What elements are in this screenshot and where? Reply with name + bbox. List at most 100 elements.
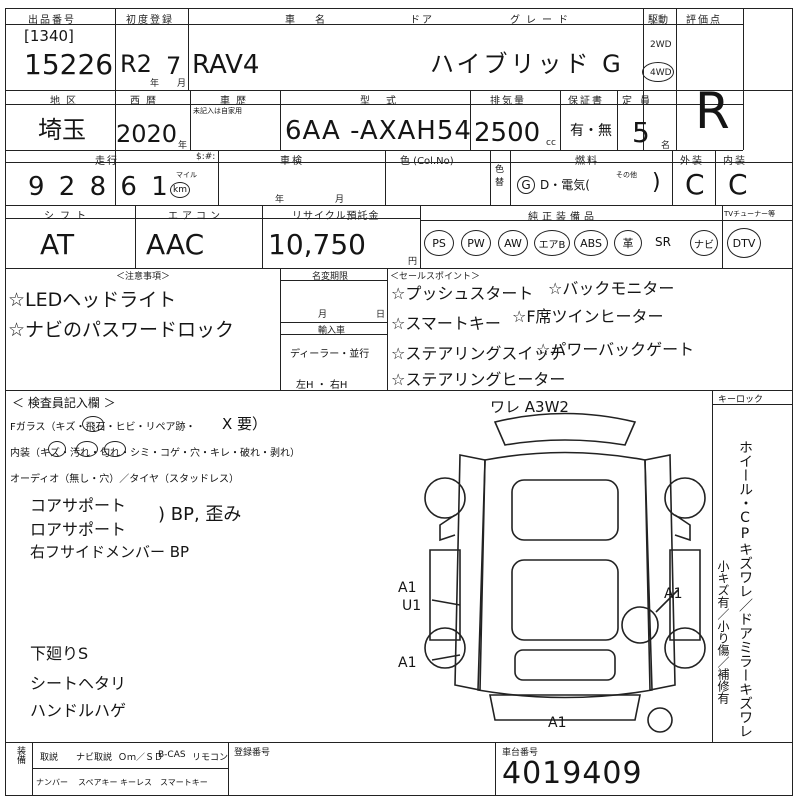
label-mileage: 走行 <box>95 156 119 167</box>
label-color: 色 (Col.No) <box>400 156 454 167</box>
exterior-value: C <box>685 168 705 201</box>
label-interior: 内装 <box>723 156 747 167</box>
label-genuine: 純正装備品 <box>528 212 598 223</box>
displacement-value: 2500 <box>474 118 541 148</box>
under-1: 下廻りS <box>30 644 89 663</box>
equip-dtv: DTV <box>727 228 761 258</box>
year-unit: 年 <box>178 141 188 151</box>
notes-title: ＜注意事項＞ <box>116 272 171 282</box>
damage-note: ) BP, 歪み <box>158 504 242 525</box>
footer-chassis-label: 車台番号 <box>502 748 539 758</box>
car-name-value: RAV4 <box>192 50 260 80</box>
color-change: 色替 <box>495 165 505 188</box>
equip-ps: PS <box>424 230 454 256</box>
drive-4wd-circle <box>642 62 674 82</box>
label-shift: シフト <box>44 211 92 222</box>
drive-2wd: 2WD <box>650 40 672 50</box>
damage-3: 右フサイドメンバー BP <box>30 543 190 561</box>
inspector-title: ＜ 検査員記入欄 ＞ <box>12 396 116 410</box>
label-inspection: 車検 <box>280 156 304 167</box>
inspection-month: 月 <box>335 195 345 205</box>
lot-number: 15226 <box>24 48 114 81</box>
label-recycle: リサイクル預託金 <box>292 211 380 222</box>
keylock-label: キーロック <box>718 395 764 405</box>
note-1: ☆LEDヘッドライト <box>8 289 177 311</box>
sheet-frame <box>5 8 793 796</box>
month-unit: 月 <box>177 79 187 89</box>
capacity-value: 5 <box>632 116 650 149</box>
import-dealer: ディーラー・並行 <box>290 349 370 360</box>
model-value: 6AA -AXAH54 <box>285 116 472 146</box>
audio-line: オーディオ（無し・穴）／タイヤ（スタッドレス） <box>10 474 239 485</box>
warranty-value: 有・無 <box>570 123 612 139</box>
name-change-month: 月 <box>318 310 328 320</box>
mark-a1-left-bottom: A1 <box>398 655 417 671</box>
sales-6: ☆パワーバックゲート <box>536 340 695 359</box>
interior-value: C <box>728 168 748 201</box>
sales-1: ☆プッシュスタート <box>391 284 534 303</box>
label-exterior: 外装 <box>680 156 704 167</box>
label-car-name: 車名 <box>285 15 345 26</box>
fuel-options: D・電気( <box>540 178 590 192</box>
diagram-top-note: ワレ A3W2 <box>490 398 569 416</box>
interior-line: 内装（キズ・汚れ・匂れ・シミ・コゲ・穴・キレ・破れ・剥れ） <box>10 448 300 459</box>
fuel-other: その他 <box>616 171 637 179</box>
fuel-close: ) <box>652 170 661 195</box>
sales-3: ☆スマートキー <box>391 314 501 333</box>
aircon-value: AAC <box>146 228 205 261</box>
equip-airbag: エアB <box>534 230 570 256</box>
equip-leather: 革 <box>614 230 642 256</box>
mile-unit: マイル <box>176 171 197 179</box>
damage-1: コアサポート <box>30 496 127 515</box>
evaluation-value: R <box>695 82 730 140</box>
footer-item-navi-manual: ナビ取説 <box>76 753 113 763</box>
footer-item-keyless: キーレス <box>120 778 152 787</box>
label-year: 西暦 <box>130 96 162 107</box>
sales-4: ☆F席ツインヒーター <box>512 307 664 326</box>
footer-item-om-sd: Ｏｍ／ＳＤ <box>118 753 164 763</box>
interior-circle-1 <box>48 441 66 457</box>
inspection-year: 年 <box>275 195 285 205</box>
side-text: ホイール・CPキズワレ／ドアミラーキズワレ <box>737 440 753 738</box>
label-model: 型式 <box>360 96 412 107</box>
recycle-value: 10,750 <box>268 228 366 261</box>
yen-unit: 円 <box>408 257 418 267</box>
glass-circle <box>82 416 104 432</box>
sales-title: ＜セールスポイント＞ <box>390 272 481 282</box>
mark-a1-left-top: A1 <box>398 580 417 596</box>
label-evaluation: 評価点 <box>686 15 722 26</box>
mark-u1: U1 <box>402 598 422 614</box>
side-text-2: 小キズ有／小り傷／補修有 <box>716 560 730 704</box>
footer-item-spare-key: スペアキー <box>78 778 118 787</box>
footer-item-manual: 取説 <box>40 753 59 763</box>
grade-value: ハイブリッド G <box>430 50 624 78</box>
import-steer: 左H ・ 右H <box>296 380 348 391</box>
mileage-value: 9 2 8 6 1 <box>28 172 171 202</box>
label-dollar: $:#: <box>196 152 216 162</box>
fuel-g-circle: G <box>517 176 535 194</box>
footer-equip-label: 装備 <box>15 746 25 764</box>
chassis-number: 4019409 <box>502 756 643 791</box>
label-drive: 駆動 <box>648 15 668 26</box>
name-change-day: 日 <box>376 310 386 320</box>
interior-circle-3 <box>104 441 126 457</box>
label-tuner: TVチューナー等 <box>724 210 776 218</box>
label-lot-no: 出品番号 <box>28 15 76 26</box>
label-capacity: 定員 <box>622 96 658 107</box>
name-change-label: 名変期限 <box>312 272 349 282</box>
footer-item-bcas: B-CAS <box>158 750 186 760</box>
sales-2: ☆バックモニター <box>548 279 675 298</box>
note-2: ☆ナビのパスワードロック <box>8 319 235 341</box>
label-region: 地区 <box>50 96 82 107</box>
shift-value: AT <box>40 228 75 261</box>
footer-item-smart-key: スマートキー <box>160 778 208 787</box>
footer-reg-label: 登録番号 <box>234 748 271 758</box>
damage-2: ロアサポート <box>30 520 127 539</box>
mark-a1-right: A1 <box>664 586 683 602</box>
label-warranty: 保証書 <box>568 96 604 107</box>
era: R2 <box>120 50 152 78</box>
label-first-reg: 初度登録 <box>126 15 174 26</box>
equip-aw: AW <box>498 230 528 256</box>
capacity-unit: 名 <box>661 141 671 151</box>
sales-7: ☆ステアリングヒーター <box>391 370 566 389</box>
